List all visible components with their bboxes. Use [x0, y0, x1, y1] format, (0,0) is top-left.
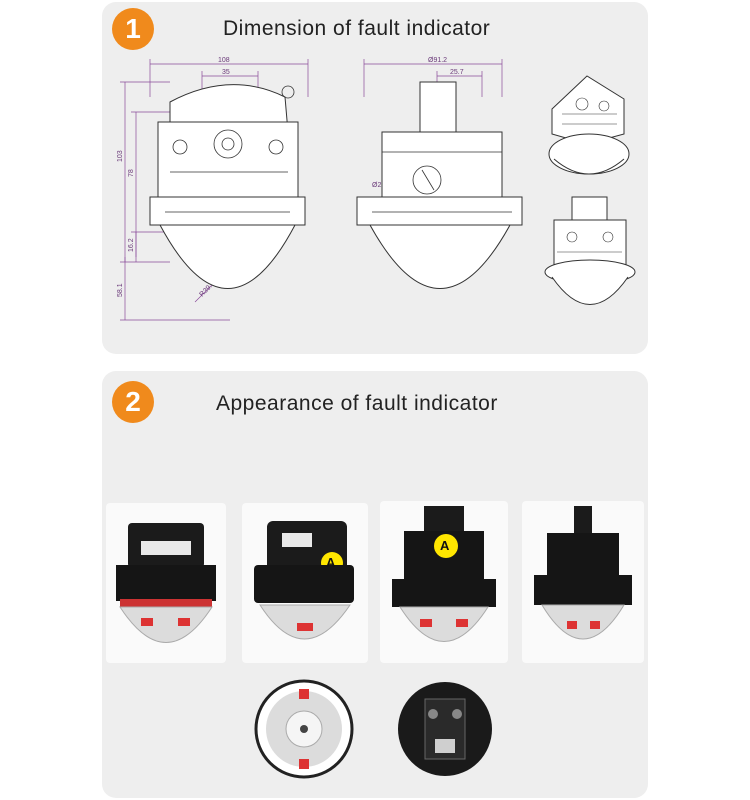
dim-offset: 25.7 — [450, 69, 464, 76]
section-1-title: Dimension of fault indicator — [223, 17, 491, 40]
dim-inner: 35 — [222, 69, 230, 76]
appearance-panel: 2 Appearance of fault indicator A — [102, 371, 648, 798]
dim-height: 103 — [117, 150, 124, 162]
dim-body: 78 — [128, 169, 135, 177]
section-2-badge: 2 — [112, 381, 154, 423]
product-photo-top-view — [395, 679, 495, 779]
side-view-drawing: Ø91.2 25.7 Ø27.00 — [356, 57, 523, 289]
dim-dome: 58.1 — [117, 283, 124, 297]
product-photo-side: A — [380, 501, 508, 663]
product-photo-bottom-dome — [252, 679, 356, 779]
section-1-badge: 1 — [112, 8, 154, 50]
product-photo-angled: A — [242, 503, 368, 663]
marker-a-label-side: A — [440, 538, 450, 553]
dimension-panel: 1 Dimension of fault indicator 108 35 10… — [102, 2, 648, 354]
dim-ring: 16.2 — [128, 238, 135, 252]
marker-a-label: A — [326, 555, 336, 570]
section-2-title: Appearance of fault indicator — [216, 392, 498, 415]
dim-diameter: Ø91.2 — [428, 57, 447, 64]
front-view-drawing: 108 35 103 78 16.2 58.1 R39.5 — [117, 57, 309, 321]
isometric-view-top — [548, 75, 630, 175]
dim-width: 108 — [218, 57, 230, 64]
product-photo-front — [106, 503, 226, 663]
product-photo-rear — [522, 501, 644, 663]
isometric-view-bottom — [544, 196, 636, 305]
